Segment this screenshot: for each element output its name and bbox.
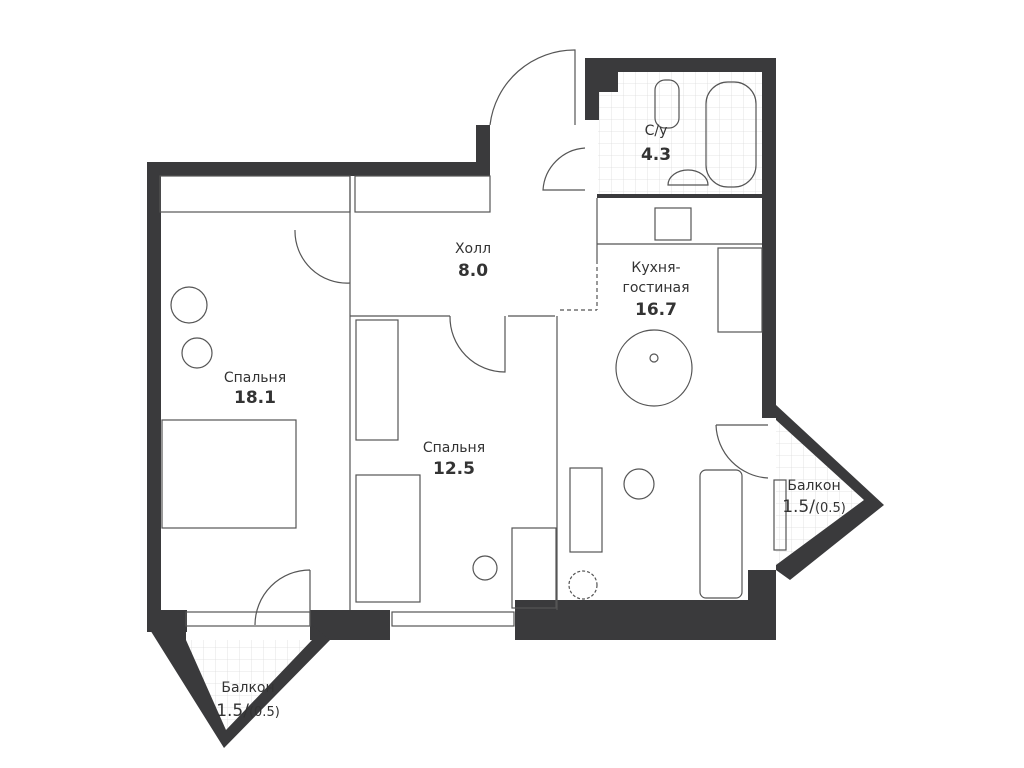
bedroom-small-name: Спальня — [423, 440, 485, 456]
bedroom-small-area: 12.5 — [433, 459, 475, 479]
hall-area: 8.0 — [458, 261, 488, 281]
balcony-right-floor — [776, 418, 868, 570]
balcony-right-name: Балкон — [787, 478, 840, 494]
coffee-table — [623, 468, 655, 500]
hall-name: Холл — [455, 241, 491, 257]
armchair — [170, 286, 208, 324]
bedroom-large-name: Спальня — [224, 370, 286, 386]
bathroom-area: 4.3 — [641, 145, 671, 165]
balcony-left-name: Балкон — [221, 680, 274, 696]
bathroom-name: С/у — [645, 123, 668, 139]
dining-table — [615, 329, 693, 407]
bathroom-floor — [598, 72, 762, 194]
kitchen-area: 16.7 — [635, 300, 677, 320]
plant — [568, 570, 598, 600]
balcony-left-area: 1.5/(0.5) — [216, 701, 280, 721]
desk-chair — [472, 555, 498, 581]
round-table — [181, 337, 213, 369]
kitchen-name-line2: гостиная — [622, 280, 689, 296]
balcony-right-area: 1.5/(0.5) — [782, 497, 846, 517]
walls — [147, 58, 884, 748]
bedroom-large-area: 18.1 — [234, 388, 276, 408]
kitchen-name-line1: Кухня- — [631, 260, 680, 276]
interior-partitions — [159, 49, 787, 627]
